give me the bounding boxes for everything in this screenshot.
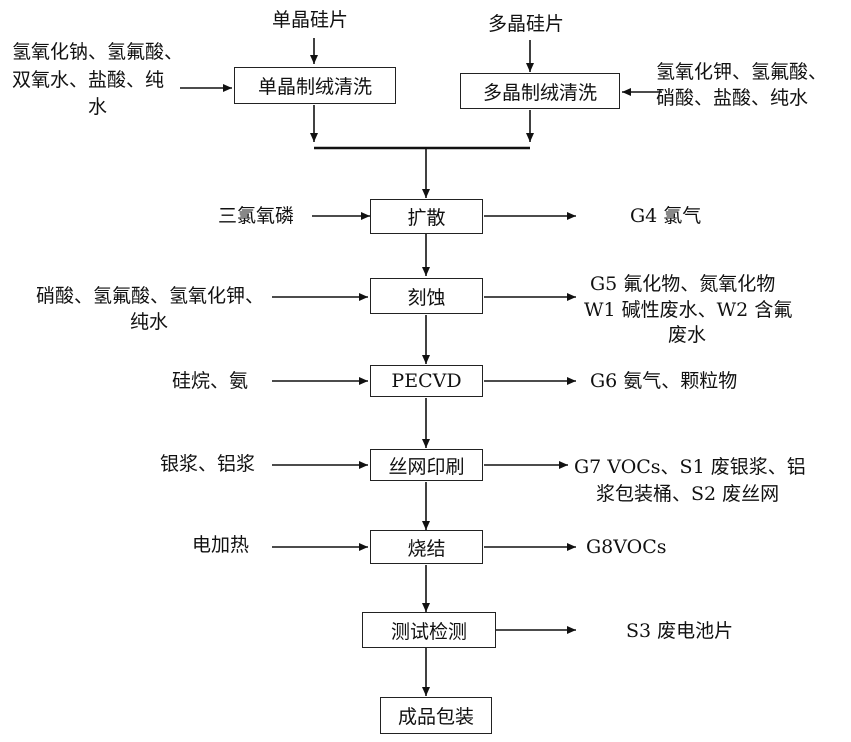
etch-output-line2: W1 碱性废水、W2 含氟	[584, 299, 793, 321]
sintering-box: 烧结	[370, 530, 483, 564]
print-output-line2: 浆包装桶、S2 废丝网	[596, 483, 780, 505]
diffusion-box: 扩散	[370, 199, 483, 234]
mono-texture-box: 单晶制绒清洗	[234, 67, 396, 104]
etch-input-line1: 硝酸、氢氟酸、氢氧化钾、	[35, 285, 264, 307]
pecvd-box: PECVD	[370, 365, 483, 397]
test-output-label: S3 废电池片	[626, 620, 734, 642]
etching-box: 刻蚀	[370, 278, 483, 314]
mono-chem-line1: 氢氧化钠、氢氟酸、	[12, 41, 184, 63]
print-input-label: 银浆、铝浆	[160, 453, 256, 475]
poly-chem-line1: 氢氧化钾、氢氟酸、	[656, 61, 828, 83]
sinter-input-label: 电加热	[192, 534, 250, 556]
screen-print-box: 丝网印刷	[370, 449, 483, 481]
pecvd-output-label: G6 氨气、颗粒物	[590, 370, 738, 392]
etch-input-line2: 纯水	[130, 311, 169, 333]
etch-output-line3: 废水	[668, 324, 707, 346]
mono-chem-line2: 双氧水、盐酸、纯	[12, 69, 165, 91]
diffusion-input-label: 三氯氧磷	[218, 205, 295, 227]
poly-texture-box: 多晶制绒清洗	[460, 73, 620, 109]
etch-output-line1: G5 氟化物、氮氧化物	[590, 273, 776, 295]
poly-chem-line2: 硝酸、盐酸、纯水	[656, 87, 809, 109]
print-output-line1: G7 VOCs、S1 废银浆、铝	[574, 456, 806, 478]
sinter-output-label: G8VOCs	[586, 536, 667, 558]
diffusion-output-label: G4 氯气	[630, 205, 702, 227]
testing-box: 测试检测	[362, 612, 496, 648]
mono-wafer-label: 单晶硅片	[272, 9, 349, 31]
poly-wafer-label: 多晶硅片	[488, 13, 565, 35]
mono-chem-line3: 水	[88, 96, 108, 118]
packaging-box: 成品包装	[380, 697, 492, 734]
pecvd-input-label: 硅烷、氨	[172, 370, 249, 392]
